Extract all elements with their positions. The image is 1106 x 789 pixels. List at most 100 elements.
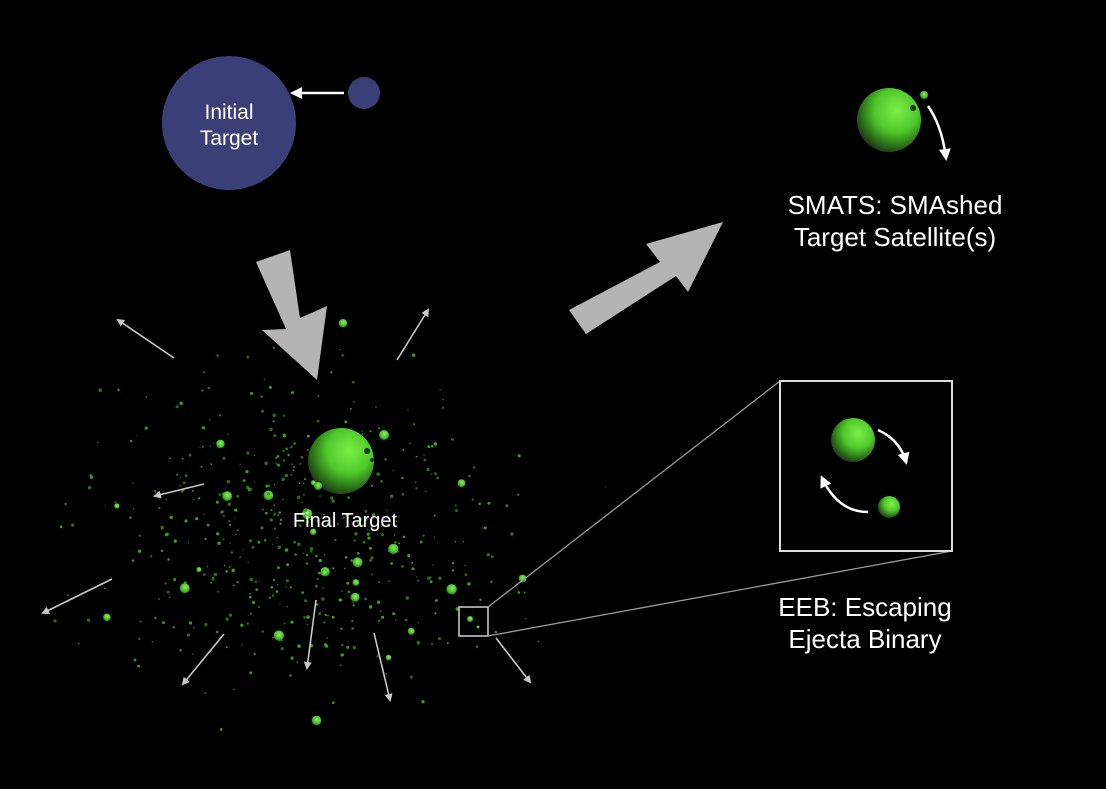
debris-particle — [358, 517, 362, 521]
debris-particle — [378, 427, 381, 430]
debris-particle — [104, 505, 107, 507]
debris-particle — [409, 442, 411, 445]
debris-particle — [467, 582, 471, 586]
debris-particle — [343, 516, 345, 519]
debris-particle — [306, 448, 309, 451]
debris-particle — [273, 579, 276, 582]
debris-particle — [376, 472, 381, 476]
debris-particle — [490, 580, 493, 583]
debris-particle — [347, 590, 351, 594]
debris-particle — [292, 469, 295, 472]
debris-particle — [247, 561, 249, 563]
debris-particle — [203, 573, 206, 576]
debris-particle — [242, 549, 244, 551]
debris-particle — [401, 565, 404, 568]
debris-particle — [270, 586, 274, 589]
debris-particle — [517, 591, 521, 594]
debris-particle — [454, 504, 457, 507]
debris-particle — [261, 409, 265, 413]
debris-particle — [236, 494, 240, 498]
debris-particle — [413, 423, 415, 426]
debris-particle — [252, 601, 256, 605]
debris-particle — [296, 661, 299, 663]
debris-particle — [196, 567, 202, 573]
debris-particle — [263, 378, 266, 381]
debris-particle — [300, 456, 304, 459]
debris-particle — [103, 613, 111, 622]
debris-particle — [285, 579, 289, 583]
debris-particle — [518, 574, 527, 583]
debris-particle — [483, 526, 487, 530]
debris-particle — [264, 511, 268, 515]
debris-particle — [390, 562, 393, 565]
debris-particle — [289, 586, 292, 589]
debris-particle — [195, 517, 199, 521]
debris-particle — [323, 621, 326, 624]
debris-particle — [339, 664, 342, 667]
eeb-source-dot — [476, 625, 480, 629]
debris-particle — [273, 513, 276, 516]
debris-particle — [309, 528, 317, 535]
debris-particle — [299, 462, 302, 465]
debris-particle — [388, 524, 391, 527]
debris-particle — [173, 539, 177, 543]
debris-particle — [203, 513, 205, 516]
debris-particle — [209, 418, 211, 421]
debris-particle — [289, 674, 292, 677]
smats-primary-body — [857, 88, 921, 152]
debris-particle — [344, 556, 348, 559]
debris-particle — [199, 447, 201, 449]
debris-particle — [392, 612, 396, 616]
debris-particle — [64, 502, 67, 506]
debris-particle — [350, 592, 360, 602]
debris-particle — [341, 643, 344, 647]
debris-particle — [464, 573, 468, 577]
debris-particle — [186, 633, 191, 637]
debris-particle — [162, 621, 165, 625]
debris-particle — [424, 490, 427, 493]
debris-particle — [338, 318, 348, 328]
debris-particle — [432, 564, 434, 566]
debris-particle — [350, 407, 352, 410]
debris-particle — [352, 579, 360, 586]
debris-particle — [253, 454, 256, 457]
debris-particle — [381, 615, 385, 619]
debris-particle — [510, 532, 514, 536]
debris-particle — [280, 647, 284, 651]
initial-target-label-line2: Target — [199, 126, 259, 150]
eeb-label-line2: Ejecta Binary — [788, 623, 942, 654]
debris-particle — [332, 567, 335, 570]
debris-particle — [181, 457, 184, 460]
debris-particle — [353, 539, 356, 542]
smats-satellite-body — [920, 91, 928, 99]
debris-particle — [416, 641, 421, 645]
debris-particle — [265, 484, 269, 488]
debris-particle — [273, 483, 276, 486]
debris-particle — [338, 598, 342, 602]
debris-particle — [517, 454, 521, 458]
debris-particle — [279, 603, 281, 605]
debris-particle — [231, 568, 235, 573]
debris-particle — [366, 532, 370, 536]
debris-particle — [395, 619, 397, 621]
debris-particle — [451, 438, 454, 441]
debris-particle — [114, 503, 120, 509]
debris-particle — [275, 590, 279, 593]
debris-particle — [417, 622, 420, 624]
ejecta-arrows — [41, 308, 532, 702]
debris-particle — [249, 592, 251, 595]
debris-particle — [144, 426, 148, 430]
debris-particle — [264, 461, 268, 466]
debris-particle — [451, 569, 455, 572]
debris-particle — [169, 457, 171, 460]
debris-particle — [344, 526, 347, 529]
debris-particle — [468, 474, 471, 478]
debris-particle — [281, 478, 284, 482]
debris-particle — [210, 463, 213, 466]
debris-particle — [439, 389, 441, 391]
debris-particle — [297, 542, 301, 546]
debris-particle — [282, 449, 285, 452]
debris-particle — [207, 386, 211, 390]
debris-particle — [150, 555, 153, 558]
debris-particle — [490, 555, 494, 559]
